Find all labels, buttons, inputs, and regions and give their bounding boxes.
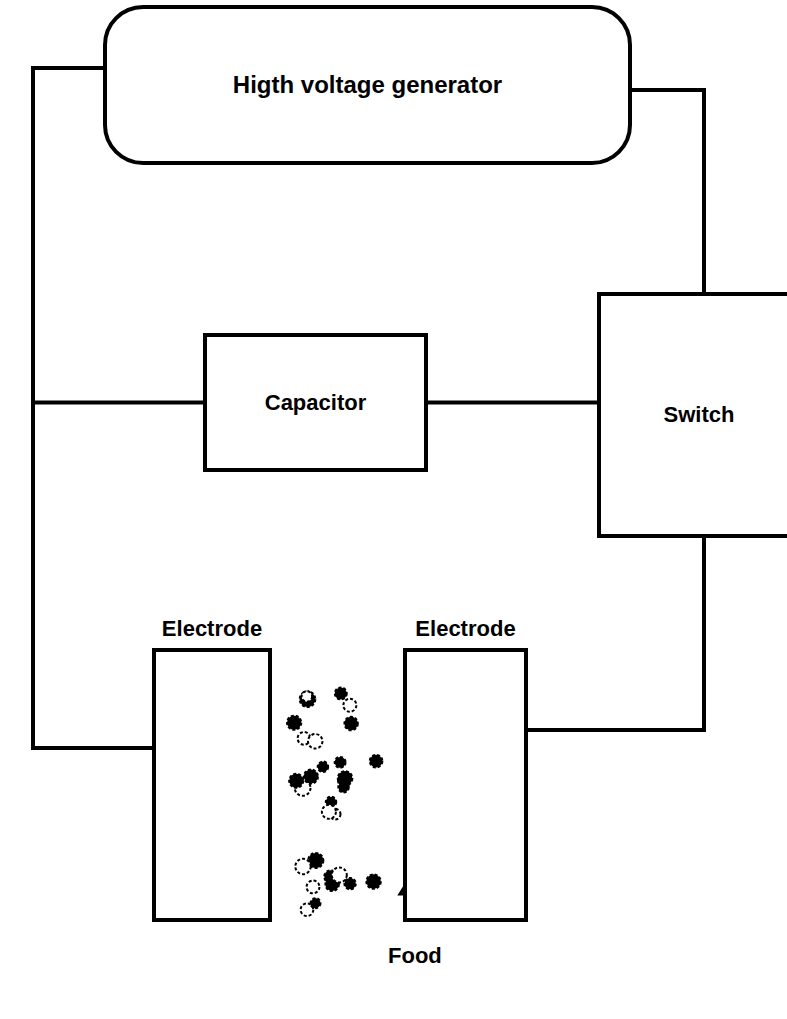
- food-particle: [344, 878, 355, 889]
- food-particle: [289, 774, 303, 788]
- food-label: Food: [388, 943, 442, 969]
- food-particle: [370, 755, 383, 768]
- box-label: Switch: [664, 402, 735, 428]
- electrode-label: Electrode: [415, 616, 515, 642]
- food-particle: [295, 859, 310, 874]
- electrode-label: Electrode: [162, 616, 262, 642]
- food-particle: [343, 699, 356, 712]
- food-particle: [310, 898, 320, 908]
- food-particle: [287, 716, 301, 730]
- food-particle: [318, 762, 328, 772]
- generator-box: Higth voltage generator: [103, 5, 632, 165]
- capacitor-box: Capacitor: [203, 333, 428, 472]
- food-particles: [287, 687, 382, 916]
- food-particle: [302, 691, 312, 701]
- wire: [632, 90, 704, 292]
- wire: [33, 68, 152, 748]
- food-particle: [338, 782, 349, 793]
- wire: [528, 538, 704, 730]
- food-particle: [332, 867, 347, 882]
- food-particle: [304, 769, 318, 783]
- food-particle: [307, 881, 320, 894]
- food-particle: [335, 757, 346, 768]
- switch-box: Switch: [597, 292, 787, 538]
- electrode-plate: Electrode: [403, 648, 528, 922]
- box-label: Higth voltage generator: [233, 71, 502, 99]
- food-particle: [300, 691, 316, 707]
- food-particle: [344, 717, 357, 730]
- food-particle: [335, 687, 347, 699]
- food-particle: [366, 874, 380, 888]
- electrode-plate: Electrode: [152, 648, 272, 922]
- wire: [428, 401, 597, 405]
- box-label: Capacitor: [265, 390, 366, 416]
- food-particle: [308, 734, 322, 748]
- food-particle: [322, 805, 336, 819]
